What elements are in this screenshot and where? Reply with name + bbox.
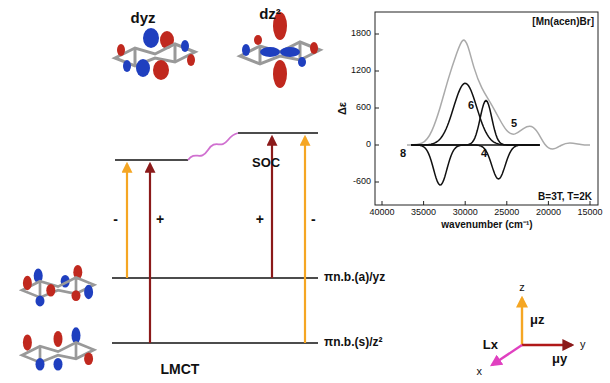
tick-label: 600 xyxy=(356,103,371,112)
axis-title: Δε xyxy=(337,101,348,114)
sign: - xyxy=(113,212,118,226)
sign: - xyxy=(311,212,316,226)
soc-label: SOC xyxy=(252,156,280,169)
band-number: 8 xyxy=(400,148,406,159)
soc-wave xyxy=(188,133,238,160)
orbital-pictures xyxy=(22,12,320,371)
vector-label: μy xyxy=(552,352,567,365)
sign: + xyxy=(156,212,164,226)
vector-label: Lx xyxy=(483,338,498,351)
tick-label: 15000 xyxy=(577,208,602,217)
energy-levels xyxy=(112,133,318,343)
tick-label: 40000 xyxy=(369,208,394,217)
orbital-label: dz² xyxy=(259,6,281,21)
chart-title: [Mn(acen)Br] xyxy=(532,17,594,27)
tick-label: 1800 xyxy=(351,29,371,38)
axis-name: y xyxy=(580,339,586,350)
axis-title: wavenumber (cm⁻¹) xyxy=(441,220,532,230)
transition-label: LMCT xyxy=(161,362,200,376)
band-number: 4 xyxy=(481,148,487,159)
tick-label: 20000 xyxy=(536,208,561,217)
sign: + xyxy=(256,212,264,226)
tick-label: 35000 xyxy=(411,208,436,217)
axis-name: z xyxy=(519,282,525,293)
orbital-label: dyz xyxy=(130,10,155,25)
level-label: πn.b.(a)/yz xyxy=(324,271,385,283)
tick-label: 30000 xyxy=(453,208,478,217)
tick-label: 0 xyxy=(366,140,371,149)
level-label: πn.b.(s)/z² xyxy=(324,336,383,348)
axis-triad xyxy=(492,298,572,365)
band-number: 5 xyxy=(511,118,517,129)
transition-arrows xyxy=(127,137,305,343)
mcd-curves xyxy=(407,40,590,185)
band-number: 6 xyxy=(468,100,474,111)
condition-label: B=3T, T=2K xyxy=(538,192,592,202)
tick-label: -600 xyxy=(353,177,371,186)
vector-label: μz xyxy=(530,313,544,326)
tick-label: 25000 xyxy=(494,208,519,217)
axis-name: x xyxy=(477,366,483,377)
tick-label: 1200 xyxy=(351,66,371,75)
chart-frame xyxy=(375,12,598,205)
